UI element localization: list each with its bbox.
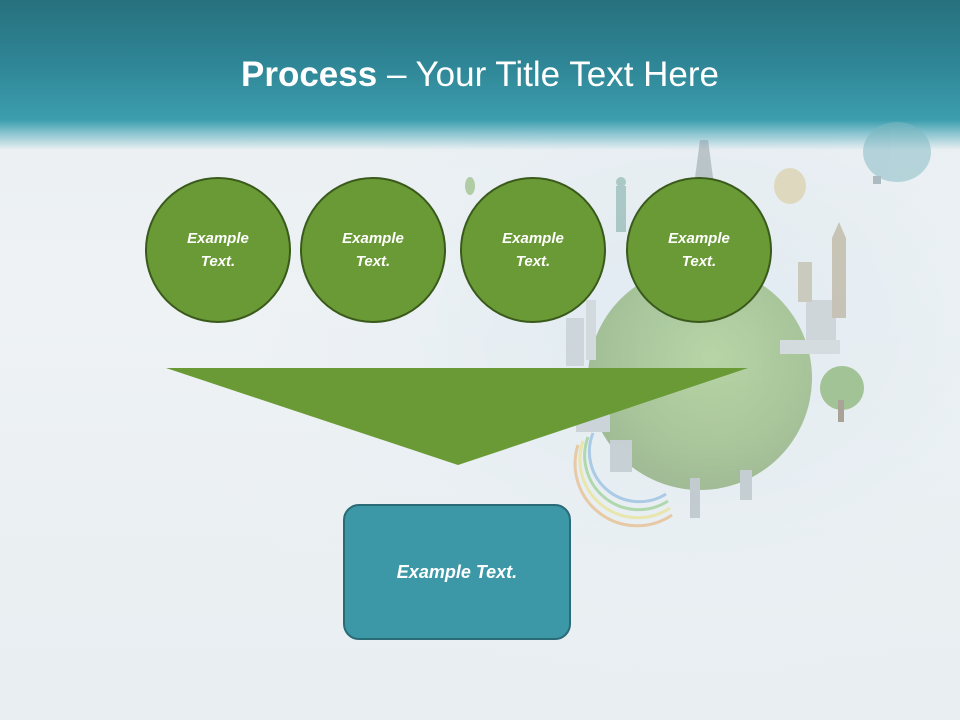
process-step-2: Example Text.	[300, 177, 446, 323]
process-step-label: Example Text.	[342, 230, 404, 270]
result-box: Example Text.	[343, 504, 571, 640]
process-step-label: Example Text.	[187, 230, 249, 270]
result-label: Example Text.	[396, 561, 518, 582]
title-rest: – Your Title Text Here	[377, 55, 719, 94]
process-step-3: Example Text.	[460, 177, 606, 323]
process-step-label: Example Text.	[668, 230, 730, 270]
title-bold: Process	[241, 55, 378, 94]
funnel-arrow	[166, 368, 748, 465]
process-step-1: Example Text.	[145, 177, 291, 323]
process-step-label: Example Text.	[502, 230, 564, 270]
title-bar	[0, 0, 960, 150]
page-title: Process – Your Title Text Here	[0, 52, 960, 98]
process-step-4: Example Text.	[626, 177, 772, 323]
